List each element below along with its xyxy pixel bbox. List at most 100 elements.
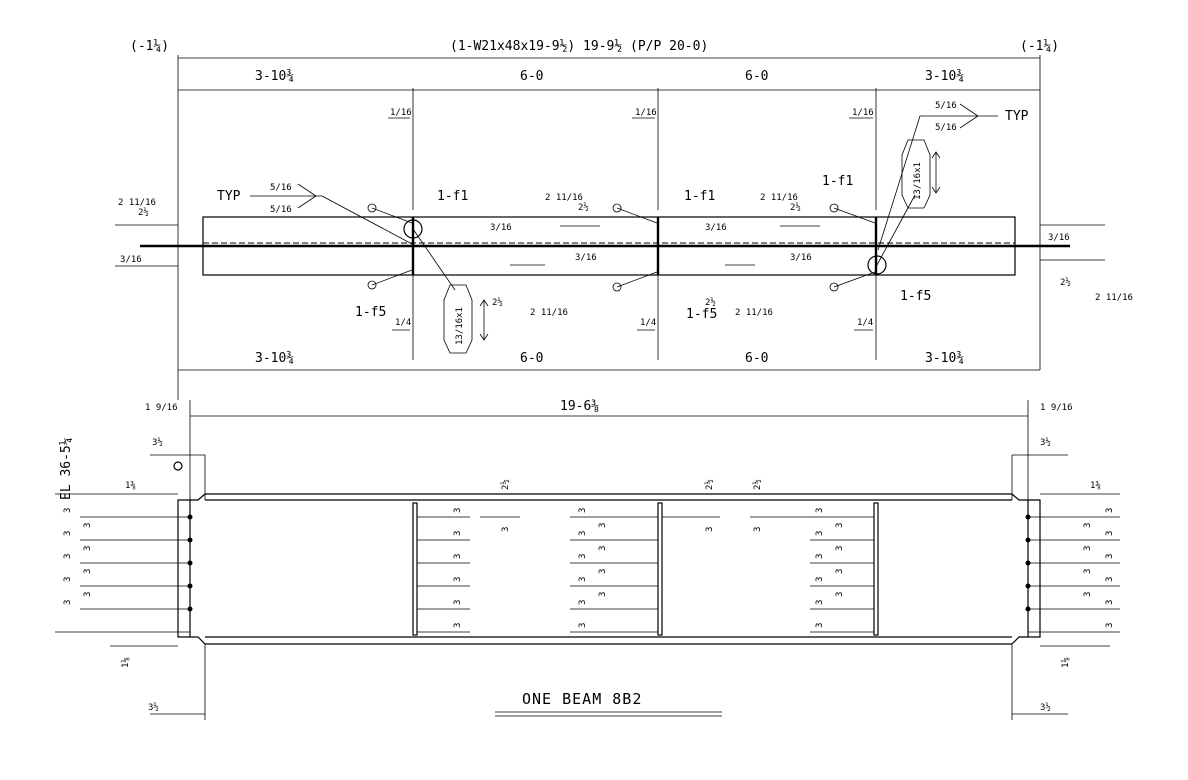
hole-marker (829, 282, 839, 292)
slot-tag-left: 13/16x1 (443, 284, 489, 354)
svg-text:3: 3 (63, 600, 73, 605)
svg-text:3: 3 (815, 508, 825, 513)
end-offset-left: 1 9/16 (145, 403, 178, 413)
svg-text:3: 3 (578, 554, 588, 559)
gauge-label-1: 3/16 (490, 223, 512, 233)
hole-label-f1-2: 1-f1 (684, 189, 715, 204)
weld-callout-3: 1/16 (852, 108, 874, 118)
gauge-label-7: 2½ (790, 202, 801, 213)
stiffener-2-pattern: 2½ 3 3 3 3 3 3 3 3 3 3 3 (570, 479, 720, 633)
svg-text:3: 3 (835, 523, 845, 528)
hole-marker (367, 203, 377, 213)
weld-callout-1: 1/16 (390, 108, 412, 118)
svg-text:3: 3 (598, 592, 608, 597)
slot-circle-left (403, 219, 423, 239)
stiffener (412, 502, 418, 636)
left-gauge-c: 3/16 (120, 255, 142, 265)
hole-marker (367, 280, 377, 290)
hole-label-f1-3: 1-f1 (822, 174, 853, 189)
svg-text:3: 3 (1105, 554, 1115, 559)
gauge-label-12: 2 11/16 (735, 308, 773, 318)
left-gauge-b: 2½ (138, 207, 149, 218)
svg-text:3: 3 (835, 546, 845, 551)
end-offset-right: 1 9/16 (1040, 403, 1073, 413)
svg-text:3: 3 (1105, 508, 1115, 513)
work-point-marker (173, 461, 183, 471)
bottom-edge-right: 3½ (1040, 702, 1051, 713)
top-dim-2: 6-0 (520, 69, 543, 84)
beam-elevation (177, 493, 1041, 645)
stiffener (873, 502, 879, 636)
svg-text:13/16x1: 13/16x1 (913, 162, 923, 200)
svg-text:3: 3 (453, 623, 463, 628)
bottom-flange-right: 1⅛ (1061, 657, 1071, 668)
hole-marker (612, 203, 622, 213)
weld-size-right-top: 5/16 (935, 101, 957, 111)
svg-text:2½: 2½ (500, 479, 511, 490)
right-bolt-pattern: 3 3 3 3 3 3 3 3 3 3 (1025, 493, 1120, 633)
weld-callout-b2: 1/4 (640, 318, 656, 328)
hole-label-f5-1: 1-f5 (355, 305, 386, 320)
gauge-label-5: 3/16 (705, 223, 727, 233)
svg-text:3: 3 (753, 527, 763, 532)
svg-text:3: 3 (1105, 531, 1115, 536)
bottom-dim-3: 6-0 (745, 351, 768, 366)
weld-size-left-top: 5/16 (270, 183, 292, 193)
svg-text:3: 3 (1083, 592, 1093, 597)
weld-size-left-bot: 5/16 (270, 205, 292, 215)
hole-marker (829, 203, 839, 213)
gauge-label-2: 2 11/16 (545, 193, 583, 203)
gauge-label-11: 2½ (705, 297, 716, 308)
svg-text:3: 3 (1083, 546, 1093, 551)
stiffener (657, 502, 663, 636)
gauge-label-8: 3/16 (790, 253, 812, 263)
left-gauge-a: 2 11/16 (118, 198, 156, 208)
svg-text:3: 3 (578, 508, 588, 513)
weld-callout-b3: 1/4 (857, 318, 873, 328)
svg-text:3: 3 (83, 592, 93, 597)
svg-text:3: 3 (63, 531, 73, 536)
typ-label-left: TYP (217, 189, 241, 204)
svg-text:3: 3 (83, 569, 93, 574)
svg-text:3: 3 (1105, 577, 1115, 582)
left-bolt-pattern: 3 3 3 3 3 3 3 3 3 (55, 493, 193, 633)
svg-text:3: 3 (501, 527, 511, 532)
hole-label-f5-2: 1-f5 (686, 307, 717, 322)
end-edge-left: 3½ (152, 437, 163, 448)
svg-text:3: 3 (815, 600, 825, 605)
right-offset: (-1¼) (1020, 39, 1059, 54)
typ-label-right: TYP (1005, 109, 1029, 124)
end-edge-right: 3½ (1040, 437, 1051, 448)
svg-text:3: 3 (578, 600, 588, 605)
svg-text:3: 3 (1105, 600, 1115, 605)
right-gauge-mid: 2½ (1060, 277, 1071, 288)
weld-callout-b1: 1/4 (395, 318, 411, 328)
svg-text:3: 3 (835, 592, 845, 597)
svg-text:13/16x1: 13/16x1 (455, 307, 465, 345)
svg-text:2½: 2½ (752, 479, 763, 490)
left-offset: (-1¼) (130, 39, 169, 54)
svg-text:3: 3 (598, 569, 608, 574)
elevation-view: 19-6⅜ 1 9/16 1 9/16 EL 36-5¼ 3½ 3½ 1⅜ 1⅜ (55, 399, 1120, 720)
gauge-label-3: 2½ (578, 202, 589, 213)
hole-marker (612, 282, 622, 292)
flange-dim-left: 1⅜ (125, 481, 136, 491)
weld-size-right-bot: 5/16 (935, 123, 957, 133)
svg-text:3: 3 (598, 546, 608, 551)
svg-text:3: 3 (63, 554, 73, 559)
drawing-title: ONE BEAM 8B2 (522, 690, 642, 708)
stiffener-1-pattern: 2½ 3 3 3 3 3 3 3 (417, 479, 520, 633)
svg-text:3: 3 (63, 508, 73, 513)
svg-text:2½: 2½ (704, 479, 715, 490)
slot-tag-right: 13/16x1 (901, 139, 941, 209)
svg-text:3: 3 (705, 527, 715, 532)
flange-dim-right: 1⅜ (1090, 481, 1101, 491)
svg-text:3: 3 (815, 531, 825, 536)
gauge-label-4: 3/16 (575, 253, 597, 263)
bottom-dim-4: 3-10¾ (925, 351, 964, 366)
svg-text:3: 3 (578, 577, 588, 582)
svg-text:3: 3 (453, 600, 463, 605)
svg-text:3: 3 (83, 523, 93, 528)
member-title: (1-W21x48x19-9½) 19-9½ (P/P 20-0) (450, 39, 708, 54)
gauge-label-9: 2½ (492, 297, 503, 308)
